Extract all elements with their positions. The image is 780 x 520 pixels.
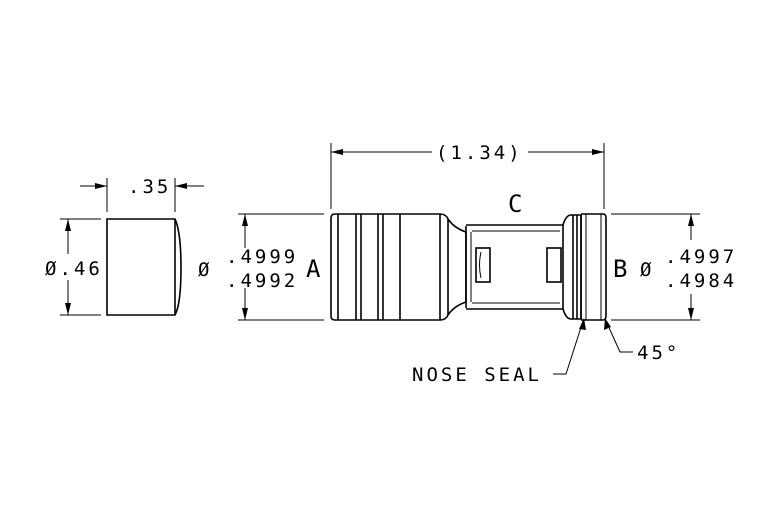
dia-a-dimension: [238, 213, 324, 321]
end-b-label: B: [613, 255, 627, 283]
dia-a-lower-tolerance: .4992: [226, 270, 298, 292]
dia-b-upper-tolerance: .4997: [665, 246, 737, 268]
dia-a-symbol: Ø: [198, 259, 212, 281]
angle-label: 45°: [637, 342, 680, 364]
overall-length-label: (1.34): [436, 142, 523, 164]
angle-leader: [604, 318, 633, 353]
dia-b-symbol: Ø: [640, 259, 654, 281]
center-label: C: [508, 190, 522, 218]
nose-seal-label: NOSE SEAL: [412, 364, 542, 386]
cap-diameter-dimension: [60, 218, 101, 316]
end-cap: [106, 218, 182, 316]
nose-seal-leader: [553, 318, 586, 375]
coupling-body: [330, 213, 607, 321]
cap-diameter-label: Ø.46: [45, 258, 103, 280]
overall-length-dimension: [330, 143, 605, 209]
end-a-label: A: [306, 255, 321, 283]
dia-b-lower-tolerance: .4984: [665, 270, 737, 292]
dia-b-dimension: [611, 213, 700, 321]
dia-a-upper-tolerance: .4999: [226, 246, 298, 268]
cap-width-dimension: [80, 178, 204, 212]
cap-width-label: .35: [128, 176, 171, 198]
